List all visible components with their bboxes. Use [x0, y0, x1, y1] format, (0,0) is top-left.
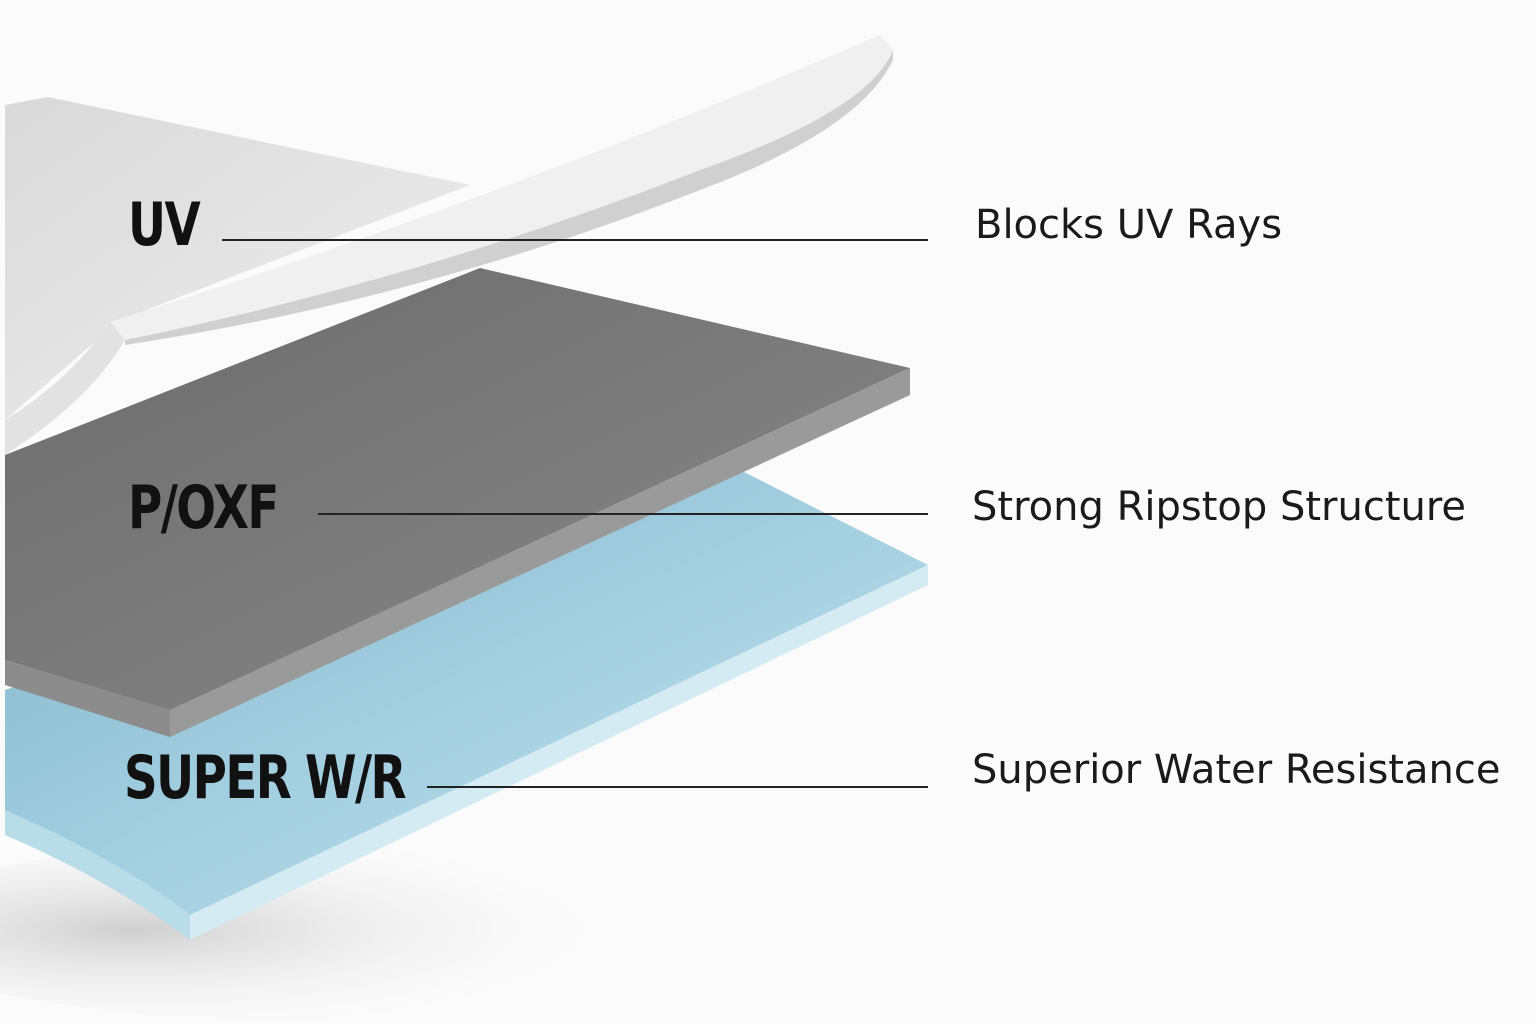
leader-line-p-oxf [318, 513, 928, 515]
p-oxf-layer [5, 268, 910, 737]
layer-description-p-oxf: Strong Ripstop Structure [972, 484, 1467, 530]
uv-layer [5, 35, 893, 455]
super-wr-layer [5, 465, 928, 940]
leader-line-super-wr [427, 786, 928, 788]
layer-label-p-oxf: P/OXF [128, 473, 279, 543]
layer-description-super-wr: Superior Water Resistance [972, 747, 1501, 793]
layer-description-uv: Blocks UV Rays [975, 202, 1283, 248]
leader-line-uv [222, 239, 928, 241]
layer-label-super-wr: SUPER W/R [124, 743, 407, 813]
layer-label-uv: UV [128, 190, 201, 260]
